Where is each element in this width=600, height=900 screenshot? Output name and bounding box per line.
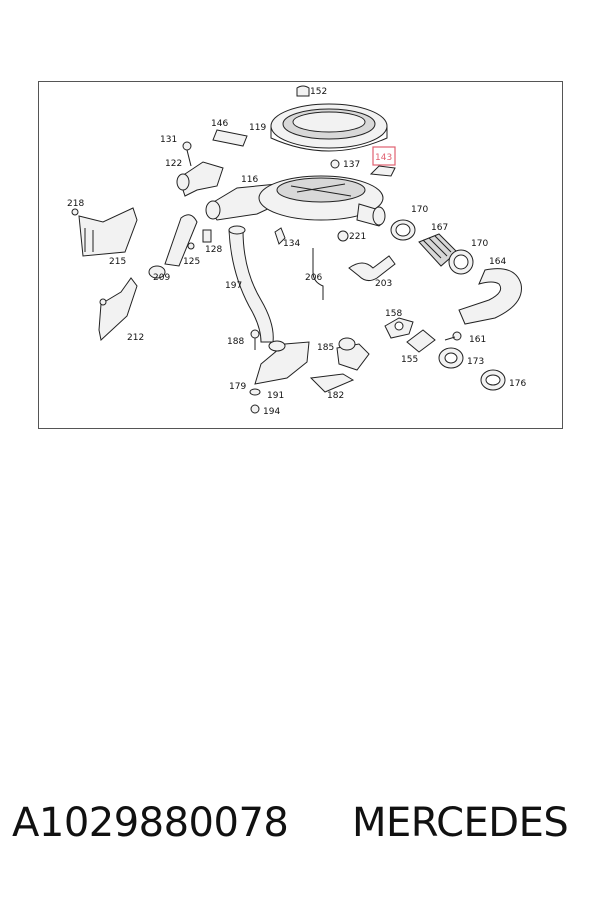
brand-name: MERCEDES [352, 800, 569, 846]
label-197: 197 [225, 281, 242, 291]
part-158-flange[interactable] [384, 317, 414, 339]
part-number: A1029880078 [12, 800, 289, 846]
label-209: 209 [153, 273, 170, 283]
part-185-valve[interactable] [336, 337, 370, 371]
label-185: 185 [317, 343, 334, 353]
label-188: 188 [227, 337, 244, 347]
label-119: 119 [249, 123, 266, 133]
part-170-hose-clamp[interactable] [390, 219, 416, 241]
part-155-gasket[interactable] [406, 329, 436, 353]
label-125: 125 [183, 257, 200, 267]
part-134-clip[interactable] [274, 227, 286, 245]
caption: A1029880078 MERCEDES [0, 800, 600, 860]
part-170-hose-clamp-2[interactable] [448, 249, 474, 275]
part-212-bracket[interactable] [98, 277, 138, 341]
exploded-view-svg: 152 146 119 131 143 122 137 116 218 170 … [67, 85, 526, 417]
part-116-air-filter-housing[interactable] [205, 175, 386, 227]
part-206-pipe[interactable] [312, 248, 324, 300]
label-176: 176 [509, 379, 526, 389]
label-131: 131 [160, 135, 177, 145]
label-164: 164 [489, 257, 506, 267]
part-182-bracket[interactable] [309, 373, 355, 393]
part-119-filter-element[interactable] [270, 103, 388, 152]
part-131-screw[interactable] [182, 141, 192, 167]
label-155: 155 [401, 355, 418, 365]
parts-diagram: 152 146 119 131 143 122 137 116 218 170 … [38, 81, 563, 429]
label-170a: 170 [411, 205, 428, 215]
label-182: 182 [327, 391, 344, 401]
part-191-washer[interactable] [249, 388, 261, 396]
part-164-intake-hose[interactable] [458, 268, 522, 325]
label-146: 146 [211, 119, 228, 129]
part-194-nut[interactable] [250, 404, 260, 414]
part-197-hose[interactable] [228, 225, 274, 343]
label-170b: 170 [471, 239, 488, 249]
part-188-bolt[interactable] [250, 329, 260, 350]
label-134: 134 [283, 239, 300, 249]
part-146-plate[interactable] [212, 129, 248, 147]
part-179-base-bracket[interactable] [254, 340, 310, 385]
label-128: 128 [205, 245, 222, 255]
label-221: 221 [349, 232, 366, 242]
part-203-hose[interactable] [348, 255, 396, 282]
part-161-bolt[interactable] [444, 331, 462, 341]
label-173: 173 [467, 357, 484, 367]
label-206: 206 [305, 273, 322, 283]
label-194: 194 [263, 407, 280, 417]
label-215: 215 [109, 257, 126, 267]
label-179: 179 [229, 382, 246, 392]
part-221-nut[interactable] [337, 230, 349, 242]
label-152: 152 [310, 87, 327, 97]
label-116: 116 [241, 175, 258, 185]
part-173-seal-ring[interactable] [438, 347, 464, 369]
label-161: 161 [469, 335, 486, 345]
part-137-nut[interactable] [330, 159, 340, 169]
part-152-cap[interactable] [296, 85, 310, 97]
part-128-sensor[interactable] [187, 229, 212, 250]
label-137: 137 [343, 160, 360, 170]
label-143[interactable]: 143 [375, 153, 392, 163]
label-191: 191 [267, 391, 284, 401]
part-215-bracket[interactable] [71, 207, 138, 257]
part-122-intake-snorkel[interactable] [176, 161, 224, 197]
label-218: 218 [67, 199, 84, 209]
label-167: 167 [431, 223, 448, 233]
label-122: 122 [165, 159, 182, 169]
label-212: 212 [127, 333, 144, 343]
label-203: 203 [375, 279, 392, 289]
part-209-hose[interactable] [148, 214, 198, 279]
label-158: 158 [385, 309, 402, 319]
part-176-hose-clamp[interactable] [480, 369, 506, 391]
part-143-bracket[interactable] [369, 146, 396, 177]
